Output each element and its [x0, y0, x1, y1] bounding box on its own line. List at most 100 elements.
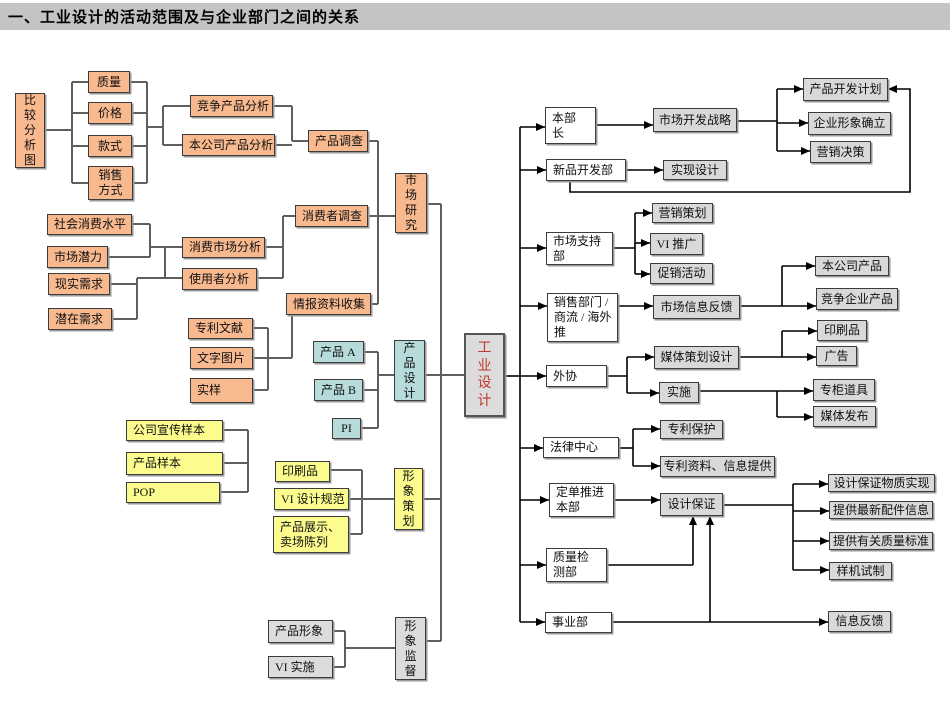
node-label: 信息反馈 [835, 614, 884, 628]
node-label: 专利文献 [195, 321, 244, 335]
node-label: 形 象 监 督 [404, 618, 417, 678]
node-printed-matter-right: 印刷品 [817, 320, 867, 341]
node-label: VI 设计规范 [281, 491, 345, 506]
node-label: 销售部门 / 商流 / 海外 推 [554, 295, 612, 339]
node-physical-samples: 实样 [190, 378, 253, 403]
node-vi-promotion: VI 推广 [650, 233, 703, 255]
node-text-images: 文字图片 [190, 347, 253, 369]
node-image-supervision: 形 象 监 督 [395, 617, 426, 680]
node-label: 竞争产品分析 [197, 98, 270, 113]
node-style: 款式 [88, 135, 132, 157]
node-label: 外协 [553, 368, 578, 383]
node-market-dev-strategy: 市场开发战略 [653, 108, 737, 132]
node-advertising: 广告 [816, 346, 857, 366]
node-label: 产品调查 [315, 133, 364, 148]
node-market-research: 市 场 研 究 [395, 173, 427, 233]
node-label: 情报资料收集 [293, 296, 366, 311]
node-business-division: 事业部 [545, 612, 612, 633]
node-label: 文字图片 [197, 350, 246, 365]
node-label: 消费者调查 [302, 208, 363, 223]
node-label: 提供有关质量标准 [832, 533, 929, 548]
node-order-promotion-hq: 定单推进 本部 [549, 483, 614, 517]
node-label: 事业部 [552, 615, 589, 629]
node-label: 营销决策 [816, 144, 865, 159]
node-label: 新品开发部 [553, 162, 614, 177]
node-label: 产品 B [321, 382, 357, 397]
node-label: 设计保证 [667, 497, 716, 511]
node-label: 实样 [197, 383, 222, 397]
node-product-dev-plan: 产品开发计划 [803, 78, 888, 101]
node-label: 本部 长 [552, 110, 577, 140]
node-label: 市场支持 部 [553, 233, 602, 263]
node-counter-props: 专柜道具 [813, 379, 875, 401]
node-own-products: 本公司产品 [815, 256, 889, 276]
node-media-release: 媒体发布 [813, 406, 876, 427]
node-label: 本公司产品 [821, 258, 882, 273]
node-label: 产 品 设 计 [403, 340, 416, 400]
node-competitor-products: 竞争企业产品 [816, 288, 898, 310]
node-market-info-feedback: 市场信息反馈 [653, 295, 740, 319]
node-product-survey: 产品调查 [308, 130, 368, 152]
node-label: 款式 [97, 138, 122, 153]
node-label: PI [341, 421, 352, 435]
node-label: 公司宣传样本 [133, 423, 206, 437]
node-label: POP [133, 485, 156, 499]
node-label: 企业形象确立 [813, 116, 886, 130]
node-design-assurance-material: 设计保证物质实现 [828, 474, 935, 492]
node-label: 市场潜力 [54, 249, 103, 264]
node-label: 实现设计 [670, 162, 719, 177]
node-design-assurance: 设计保证 [660, 493, 723, 516]
node-label: 销售 方式 [98, 168, 123, 197]
node-patent-literature: 专利文献 [188, 318, 253, 339]
node-outsourcing: 外协 [546, 365, 607, 387]
node-label: 价格 [97, 105, 122, 120]
node-product-image: 产品形象 [268, 620, 333, 643]
left-connectors [45, 81, 464, 668]
node-company-brochure: 公司宣传样本 [126, 420, 223, 441]
node-label: 市场信息反馈 [660, 299, 733, 314]
node-social-consumption-level: 社会消费水平 [47, 214, 132, 235]
node-product-samples: 产品样本 [126, 452, 223, 475]
node-label: 设计保证物质实现 [833, 475, 930, 490]
node-new-product-dept: 新品开发部 [546, 159, 626, 181]
node-vi-implementation: VI 实施 [268, 656, 333, 678]
node-label: 营销策划 [658, 205, 707, 220]
node-label: VI 实施 [275, 659, 315, 674]
node-label: 产品 A [320, 344, 356, 359]
right-connectors [505, 85, 911, 626]
node-legal-center: 法律中心 [543, 437, 619, 458]
node-label: 样机试制 [836, 563, 885, 578]
node-label: 提供最新配件信息 [832, 502, 929, 517]
node-sales-dept: 销售部门 / 商流 / 海外 推 [547, 293, 618, 342]
node-market-potential: 市场潜力 [47, 246, 108, 268]
node-label: 现实需求 [55, 276, 104, 291]
node-sales-method: 销售 方式 [88, 166, 133, 200]
node-label: 竞争企业产品 [820, 291, 893, 306]
node-label: 专柜道具 [819, 382, 868, 397]
node-vi-design-spec: VI 设计规范 [274, 488, 349, 510]
node-label: 专利保护 [667, 422, 716, 436]
node-label: VI 推广 [656, 236, 697, 251]
node-latest-parts-info: 提供最新配件信息 [829, 501, 933, 519]
node-label: 产品样本 [133, 456, 182, 470]
node-label: 媒体策划设计 [660, 350, 733, 364]
node-price: 价格 [88, 102, 132, 124]
node-label: 使用者分析 [189, 271, 250, 286]
node-label: 促销活动 [657, 266, 706, 280]
node-industrial-design: 工 业 设 计 [464, 333, 505, 417]
node-label: 法律中心 [550, 440, 599, 454]
node-label: 消费市场分析 [189, 240, 262, 254]
node-label: 质量检 测部 [553, 550, 590, 579]
node-product-design: 产 品 设 计 [394, 340, 425, 401]
node-label: 社会消费水平 [54, 217, 127, 231]
node-printed-matter-left: 印刷品 [275, 461, 330, 482]
node-label: 定单推进 本部 [556, 485, 605, 514]
node-label: 工 业 设 计 [477, 341, 492, 409]
node-implementation: 实施 [659, 382, 699, 403]
node-compare-analysis-chart: 比 较 分 析 图 [15, 93, 45, 168]
node-label: 媒体发布 [820, 409, 869, 423]
node-prototype-trial: 样机试制 [829, 562, 892, 580]
node-label: 产品开发计划 [809, 82, 882, 96]
node-quality-inspection-dept: 质量检 测部 [546, 548, 607, 582]
